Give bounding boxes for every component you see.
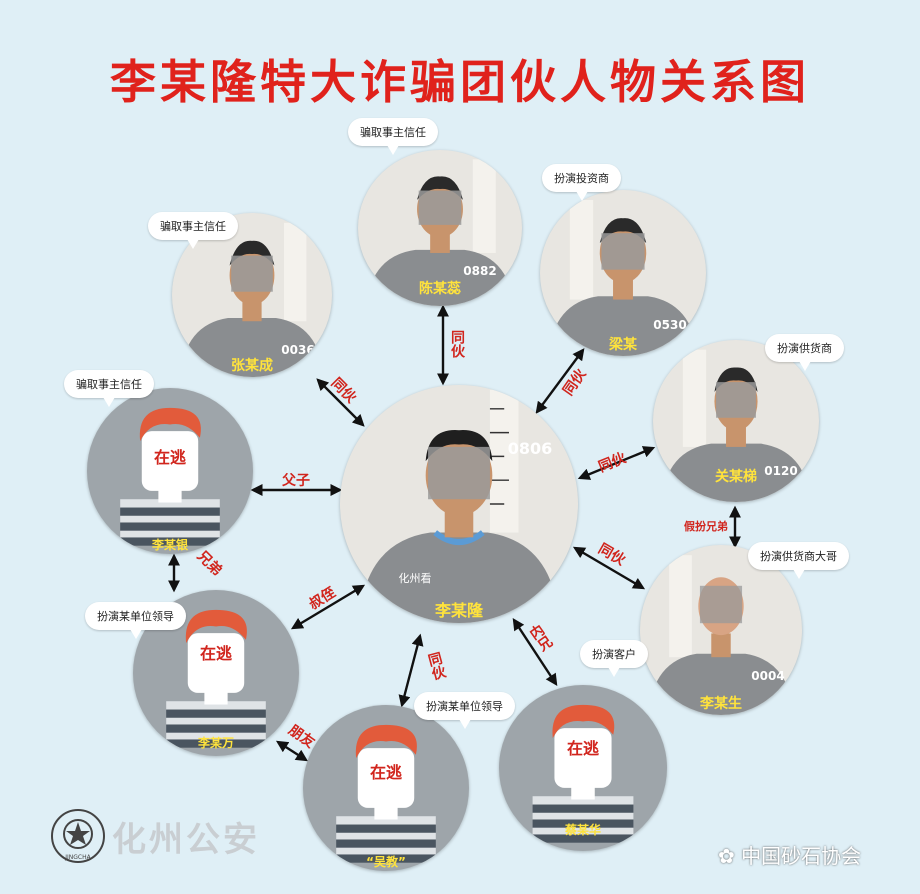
name-guan: 关某梯 — [715, 469, 757, 485]
shirt-number-liang: 0530 — [653, 318, 687, 332]
person-wujiao: 在逃 “吴教” — [303, 705, 469, 871]
name-zhang: 张某成 — [231, 358, 273, 374]
shirt-number-center: 0806 — [507, 439, 553, 458]
bubble-wujiao: 扮演某单位领导 — [414, 692, 515, 720]
bubble-lisheng: 扮演供货商大哥 — [748, 542, 849, 570]
mugshot-chen — [366, 159, 514, 306]
police-badge-icon: JINGCHA — [51, 809, 105, 863]
bubble-liyin: 骗取事主信任 — [64, 370, 154, 398]
mugshot-lisheng — [648, 555, 794, 715]
person-chen: 0882 陈某蕊 — [358, 150, 522, 306]
arrow-center-liang — [535, 348, 585, 414]
mugshot-zhang — [180, 222, 324, 377]
relation-label-center-chen: 同伙 — [449, 330, 465, 358]
person-guan: 0120 关某梯 — [653, 340, 819, 502]
fugitive-avatar-caihua — [532, 704, 634, 843]
fugitive-label-wujiao: 在逃 — [369, 763, 402, 782]
person-zhang: 0036 张某成 — [172, 213, 332, 377]
bubble-liwan: 扮演某单位领导 — [85, 602, 186, 630]
name-caihua: 蔡某华 — [564, 823, 601, 837]
mugshot-center — [359, 389, 559, 623]
fugitive-label-caihua: 在逃 — [566, 739, 599, 758]
fugitive-avatar-liwan — [166, 609, 266, 748]
watermark-text: 中国砂石协会 — [741, 844, 862, 868]
watermark: ✿ 中国砂石协会 — [718, 840, 861, 869]
relation-label-guan-lisheng: 假扮兄弟 — [684, 520, 728, 533]
name-lisheng: 李某生 — [700, 696, 742, 712]
person-center: 0806 化州看 李某隆 — [340, 385, 578, 623]
bubble-liang: 扮演投资商 — [542, 164, 621, 192]
shirt-number-guan: 0120 — [764, 464, 798, 478]
wechat-icon: ✿ — [718, 844, 742, 868]
bubble-zhang: 骗取事主信任 — [148, 212, 238, 240]
name-liang: 梁某 — [609, 337, 637, 353]
shirt-number-chen: 0882 — [463, 264, 497, 278]
fugitive-label-liwan: 在逃 — [199, 644, 232, 663]
person-lisheng: 0004 李某生 — [640, 545, 802, 715]
arrow-liwan-wujiao — [275, 740, 309, 762]
relation-label-center-liyin: 父子 — [282, 473, 310, 489]
mugshot-liang — [548, 199, 698, 356]
name-liyin: 李某银 — [151, 538, 188, 552]
shirt-number-lisheng: 0004 — [751, 669, 785, 683]
page-title: 李某隆特大诈骗团伙人物关系图 — [110, 55, 810, 109]
arrow-center-caihua — [512, 617, 558, 687]
fugitive-avatar-liyin — [120, 407, 220, 546]
fugitive-label-liyin: 在逃 — [153, 448, 186, 467]
arrow-center-guan — [577, 446, 656, 480]
bubble-caihua: 扮演客户 — [580, 640, 648, 668]
arrow-center-lisheng — [572, 546, 646, 590]
arrow-center-zhang — [316, 378, 365, 427]
name-chen: 陈某蕊 — [419, 281, 461, 297]
name-liwan: 李某万 — [197, 736, 234, 750]
shirt-text-center: 化州看 — [398, 572, 432, 585]
person-liyin: 在逃 李某银 — [87, 388, 253, 554]
person-caihua: 在逃 蔡某华 — [499, 685, 667, 851]
arrow-center-wujiao — [398, 633, 424, 708]
name-wujiao: “吴教” — [366, 855, 406, 869]
mugshot-guan — [661, 349, 811, 502]
agency-logo-text: 化州公安 — [112, 820, 260, 860]
bubble-guan: 扮演供货商 — [765, 334, 844, 362]
person-liang: 0530 梁某 — [540, 190, 706, 356]
badge-text: JINGCHA — [64, 854, 91, 861]
arrow-center-liwan — [290, 584, 366, 630]
name-center: 李某隆 — [434, 601, 483, 620]
bubble-chen: 骗取事主信任 — [348, 118, 438, 146]
shirt-number-zhang: 0036 — [281, 343, 315, 357]
fugitive-avatar-wujiao — [336, 724, 436, 863]
